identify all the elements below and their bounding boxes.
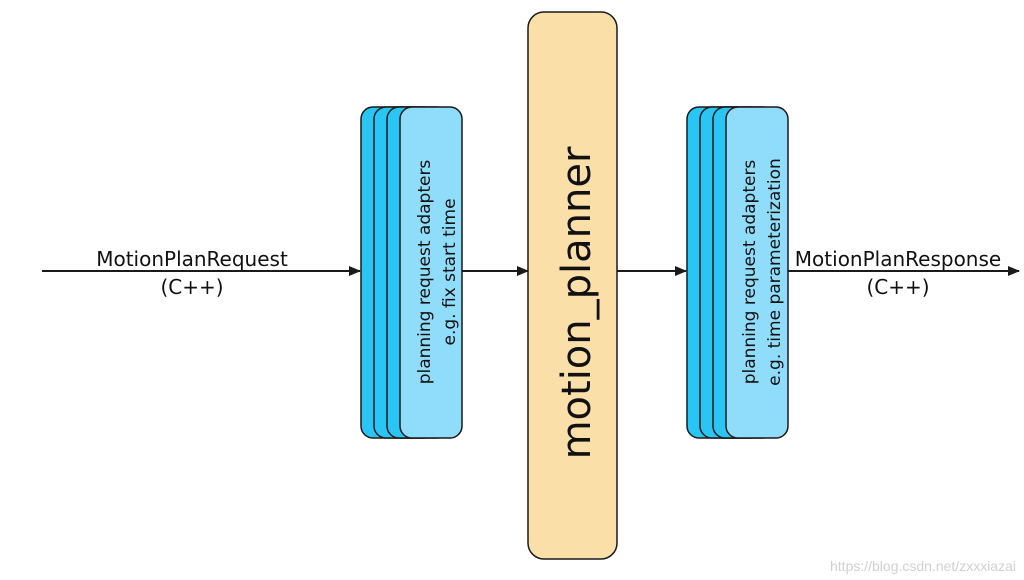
pre-adapters-title: planning request adapters bbox=[415, 160, 435, 385]
watermark-url: https://blog.csdn.net/zxxxiazai bbox=[830, 558, 1016, 574]
post-adapters-title: planning request adapters bbox=[740, 160, 760, 385]
post-adapter-card-front bbox=[725, 106, 789, 439]
motion-planner-label: motion_planner bbox=[554, 146, 600, 459]
response-language-label: (C++) bbox=[866, 275, 929, 299]
post-adapters-example: e.g. time parameterization bbox=[765, 158, 785, 386]
pre-adapters-example: e.g. fix start time bbox=[440, 198, 460, 345]
request-language-label: (C++) bbox=[160, 275, 223, 299]
post-adapters-stack: planning request adapters e.g. time para… bbox=[686, 106, 789, 439]
motion-planner-box bbox=[527, 11, 618, 560]
pre-adapters-stack: planning request adapters e.g. fix start… bbox=[360, 106, 463, 439]
request-label: MotionPlanRequest bbox=[96, 247, 288, 271]
motion-planner-block: motion_planner bbox=[527, 11, 618, 560]
response-label: MotionPlanResponse bbox=[795, 247, 1001, 271]
pre-adapter-card-front bbox=[399, 106, 463, 439]
